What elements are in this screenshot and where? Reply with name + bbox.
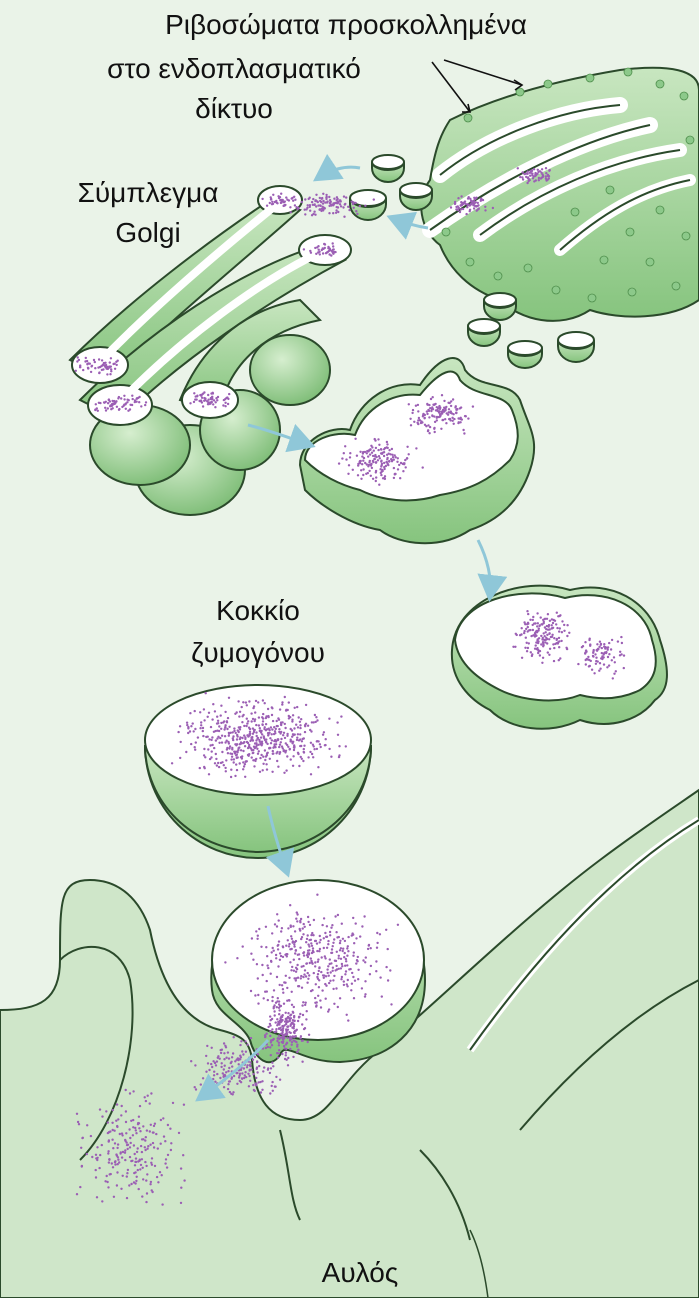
label-ribosomes-line2: στο ενδοπλασματικό bbox=[44, 52, 424, 85]
label-zymogen-line2: ζυμογόνου bbox=[148, 636, 368, 669]
label-zymogen-line1: Κοκκίο bbox=[158, 594, 358, 627]
maturing-granule bbox=[452, 586, 667, 729]
label-golgi-line2: Golgi bbox=[28, 216, 268, 249]
label-ribosomes-line1: Ριβοσώματα προσκολλημένα bbox=[86, 8, 606, 41]
label-lumen: Αυλός bbox=[300, 1256, 420, 1289]
arrow-vesicle-to-golgi bbox=[318, 167, 360, 178]
label-ribosomes-line3: δίκτυο bbox=[44, 92, 424, 125]
zymogen-granule bbox=[145, 685, 371, 858]
condensing-vacuole bbox=[300, 358, 534, 543]
arrow-vacuole-to-granule bbox=[478, 540, 491, 596]
rough-er bbox=[421, 68, 699, 321]
label-golgi-line1: Σύμπλεγμα bbox=[28, 176, 268, 209]
